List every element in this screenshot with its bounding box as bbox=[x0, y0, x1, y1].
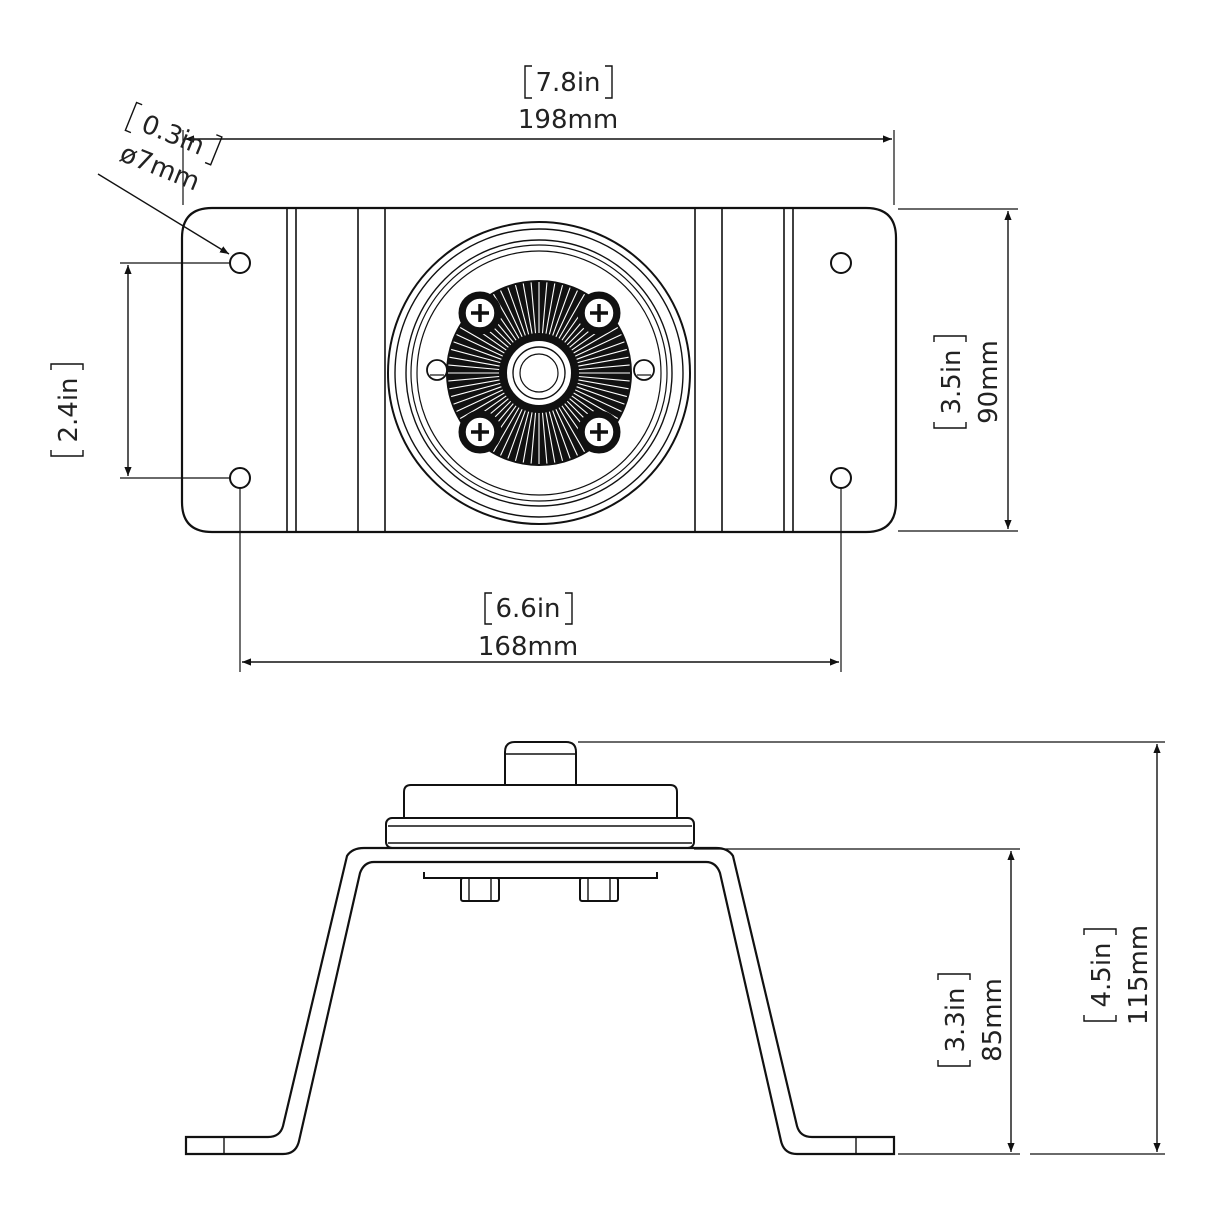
nut-left bbox=[460, 877, 500, 902]
mounting-hole-bottom-right bbox=[830, 467, 852, 489]
hole-horizontal-spacing-mm: 168mm bbox=[478, 632, 578, 662]
mounting-hole-top-left bbox=[229, 252, 251, 274]
top-knob bbox=[504, 741, 577, 785]
turret-disc bbox=[387, 221, 691, 525]
dimension-hole-diameter: 0.3in ø7mm bbox=[97, 101, 230, 255]
mounting-hole-top-right bbox=[830, 252, 852, 274]
side-pins bbox=[426, 359, 655, 381]
phillips-screw-icon bbox=[577, 410, 621, 454]
base-height-mm: 85mm bbox=[978, 978, 1008, 1062]
overall-width-mm: 198mm bbox=[518, 105, 618, 135]
side-view bbox=[184, 741, 896, 1156]
dimension-hole-vertical-spacing: 2.4in bbox=[50, 262, 230, 479]
dimension-overall-width: 7.8in 198mm bbox=[182, 65, 895, 205]
hole-vertical-spacing-inches: 2.4in bbox=[54, 377, 84, 442]
overall-width-inches: 7.8in bbox=[535, 68, 600, 98]
phillips-screw-icon bbox=[458, 410, 502, 454]
base-height-inches: 3.3in bbox=[941, 987, 971, 1052]
under-plate bbox=[423, 872, 658, 879]
hole-horizontal-spacing-inches: 6.6in bbox=[495, 594, 560, 624]
overall-height-mm: 115mm bbox=[1124, 925, 1154, 1025]
plate-height-inches: 3.5in bbox=[937, 349, 967, 414]
dimension-hole-horizontal-spacing: 6.6in 168mm bbox=[239, 488, 842, 672]
plate-height-mm: 90mm bbox=[974, 340, 1004, 424]
dimension-overall-height: 4.5in 115mm bbox=[578, 741, 1165, 1155]
bracket-outer bbox=[184, 846, 896, 1156]
top-view bbox=[180, 206, 898, 534]
phillips-screw-icon bbox=[577, 291, 621, 335]
center-bore bbox=[505, 339, 573, 407]
phillips-screws bbox=[458, 291, 621, 454]
dimension-base-height: 3.3in 85mm bbox=[694, 848, 1020, 1155]
dimension-plate-height: 3.5in 90mm bbox=[898, 208, 1018, 532]
plate-ribs bbox=[286, 208, 794, 532]
turret-body bbox=[403, 784, 678, 818]
nut-right bbox=[579, 877, 619, 902]
phillips-screw-icon bbox=[458, 291, 502, 335]
overall-height-inches: 4.5in bbox=[1087, 942, 1117, 1007]
mounting-hole-bottom-left bbox=[229, 467, 251, 489]
